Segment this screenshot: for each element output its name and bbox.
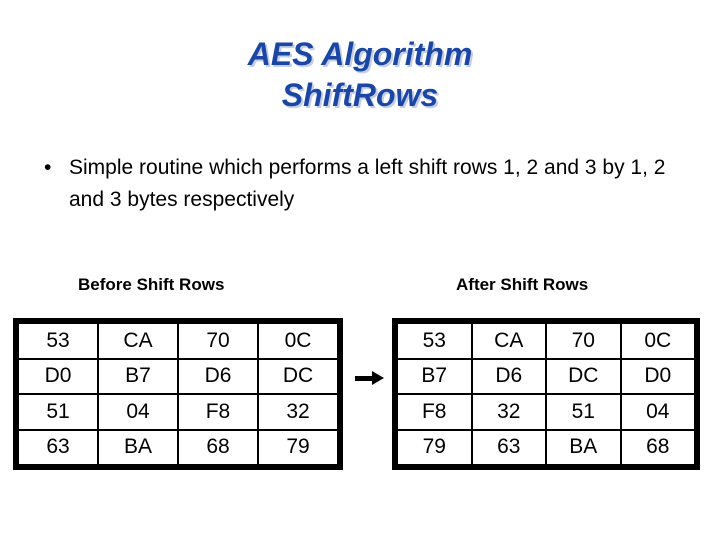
arrow-shaft bbox=[355, 376, 374, 381]
matrix-cell: D0 bbox=[17, 357, 99, 395]
table-row: D0 B7 D6 DC bbox=[17, 357, 339, 395]
bullet-list: • Simple routine which performs a left s… bbox=[44, 152, 694, 216]
matrix-cell: 51 bbox=[17, 393, 99, 431]
table-row: 79 63 BA 68 bbox=[396, 428, 696, 466]
slide-title: AES Algorithm ShiftRows bbox=[0, 34, 720, 116]
matrix-cell: DC bbox=[545, 357, 622, 395]
matrix-cell: 70 bbox=[177, 322, 259, 360]
matrix-cell: BA bbox=[97, 428, 179, 466]
matrix-cell: 53 bbox=[396, 322, 473, 360]
matrix-cell: B7 bbox=[396, 357, 473, 395]
matrix-cell: 79 bbox=[257, 428, 339, 466]
table-row: B7 D6 DC D0 bbox=[396, 357, 696, 395]
matrix-cell: 53 bbox=[17, 322, 99, 360]
table-row: 51 04 F8 32 bbox=[17, 393, 339, 431]
matrix-cell: 32 bbox=[470, 393, 547, 431]
matrix-cell: F8 bbox=[177, 393, 259, 431]
bullet-text: Simple routine which performs a left shi… bbox=[69, 156, 666, 211]
bullet-marker-icon: • bbox=[44, 156, 52, 179]
right-arrow-icon bbox=[355, 371, 385, 385]
matrix-cell: 51 bbox=[545, 393, 622, 431]
list-item: • Simple routine which performs a left s… bbox=[44, 152, 694, 216]
matrix-cell: 70 bbox=[545, 322, 622, 360]
before-shift-rows-matrix: 53 CA 70 0C D0 B7 D6 DC 51 04 F8 32 63 B… bbox=[13, 318, 343, 470]
matrix-cell: 63 bbox=[17, 428, 99, 466]
matrix-cell: 68 bbox=[177, 428, 259, 466]
after-table-header: After Shift Rows bbox=[456, 275, 589, 294]
title-line-1: AES Algorithm bbox=[247, 36, 473, 72]
matrix-cell: 32 bbox=[257, 393, 339, 431]
after-matrix-table: 53 CA 70 0C B7 D6 DC D0 F8 32 51 04 79 6… bbox=[396, 322, 696, 466]
matrix-cell: BA bbox=[545, 428, 622, 466]
before-matrix-table: 53 CA 70 0C D0 B7 D6 DC 51 04 F8 32 63 B… bbox=[17, 322, 339, 466]
matrix-cell: B7 bbox=[97, 357, 179, 395]
matrix-cell: D0 bbox=[619, 357, 696, 395]
before-table-header: Before Shift Rows bbox=[78, 275, 225, 294]
matrix-cell: 0C bbox=[257, 322, 339, 360]
after-shift-rows-matrix: 53 CA 70 0C B7 D6 DC D0 F8 32 51 04 79 6… bbox=[392, 318, 700, 470]
matrix-cell: CA bbox=[97, 322, 179, 360]
table-row: 63 BA 68 79 bbox=[17, 428, 339, 466]
table-row: 53 CA 70 0C bbox=[396, 322, 696, 360]
table-row: 53 CA 70 0C bbox=[17, 322, 339, 360]
title-line-2: ShiftRows bbox=[281, 77, 439, 113]
matrix-cell: 79 bbox=[396, 428, 473, 466]
matrix-cell: 0C bbox=[619, 322, 696, 360]
matrix-cell: CA bbox=[470, 322, 547, 360]
matrix-cell: 04 bbox=[97, 393, 179, 431]
matrix-cell: 04 bbox=[619, 393, 696, 431]
matrix-cell: 63 bbox=[470, 428, 547, 466]
matrix-cell: D6 bbox=[177, 357, 259, 395]
matrix-cell: DC bbox=[257, 357, 339, 395]
table-row: F8 32 51 04 bbox=[396, 393, 696, 431]
matrix-cell: F8 bbox=[396, 393, 473, 431]
arrow-head bbox=[372, 371, 384, 385]
matrix-cell: D6 bbox=[470, 357, 547, 395]
matrix-cell: 68 bbox=[619, 428, 696, 466]
